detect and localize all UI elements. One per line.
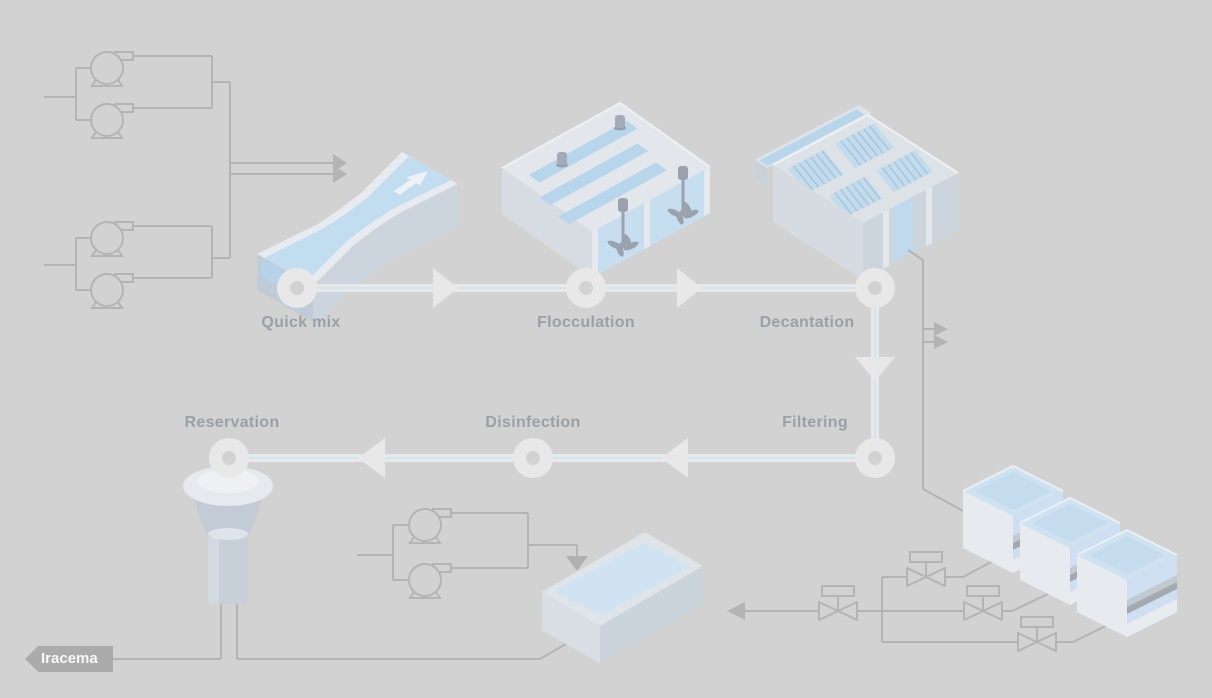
flow-arrow-icon [661,438,688,478]
pump-icon[interactable] [90,273,134,309]
raw-water-feed-pipes [229,82,347,258]
pipe-arrow-icon [333,165,347,183]
pump-icon[interactable] [408,563,452,599]
mixer-motor-icon [556,152,568,168]
flow-arrow-icon [855,357,895,381]
pump-icon[interactable] [90,221,134,257]
valve-icon-filter-3[interactable] [1017,616,1057,652]
valve-icon-filter-2[interactable] [963,585,1003,621]
pipe-arrow-icon [934,335,948,349]
pipe-arrow-icon [934,322,948,336]
pipe-arrow-icon [566,556,588,571]
bottom-distribution-pipes [110,600,572,660]
wash-water-basin-illustration [542,532,703,664]
valve-icon-filter-1[interactable] [906,551,946,587]
flocculation-tank-illustration [501,101,711,278]
pump-icon[interactable] [408,508,452,544]
wash-water-pump-station [357,512,588,581]
flow-node-decantation[interactable] [862,275,889,302]
stage-label-filtering: Filtering [782,414,848,431]
pump-icon[interactable] [90,103,134,139]
stage-label-reservation: Reservation [184,414,280,431]
stage-label-flocculation: Flocculation [537,314,635,331]
filtered-water-arrow-icon [727,602,745,620]
mixer-motor-icon [614,115,626,131]
valve-icon-main-outlet[interactable] [818,585,858,621]
water-tower-illustration [183,466,273,604]
stage-label-disinfection: Disinfection [485,414,581,431]
decantation-outlet-pipe [907,249,966,513]
raw-water-pump-station-b [44,225,230,291]
flow-arrow-icon [433,268,458,308]
flow-arrow-icon [677,268,702,308]
flow-arrow-icon [358,438,385,478]
decantation-tank-illustration [754,104,959,280]
plant-tag-iracema[interactable]: Iracema [25,646,113,672]
stage-label-decantation: Decantation [759,314,855,331]
flow-direction-arrow-icon [393,171,428,195]
flow-node-filtering[interactable] [862,445,889,472]
flow-node-flocculation[interactable] [573,275,600,302]
raw-water-pump-station-a [44,55,230,121]
flow-node-reservation[interactable] [216,445,243,472]
flow-node-disinfection[interactable] [520,445,547,472]
flow-node-quick-mix[interactable] [284,275,311,302]
quick-mix-flume-illustration [257,152,458,328]
pump-icon[interactable] [90,51,134,87]
filter-manifold-piping [745,560,1111,643]
stage-label-quick-mix: Quick mix [261,314,341,331]
